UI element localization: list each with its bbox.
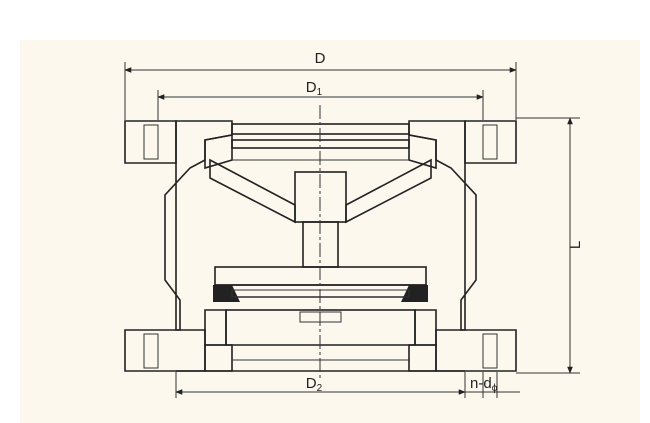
label-n-d-phi: n-dϕ — [470, 375, 498, 394]
bolt-holes — [143, 124, 498, 369]
paper-background — [20, 40, 640, 423]
label-D2: D2 — [306, 375, 323, 394]
label-D1: D1 — [306, 79, 323, 98]
label-L: L — [567, 241, 584, 249]
label-D: D — [315, 50, 326, 67]
dimension-lines — [124, 62, 580, 398]
